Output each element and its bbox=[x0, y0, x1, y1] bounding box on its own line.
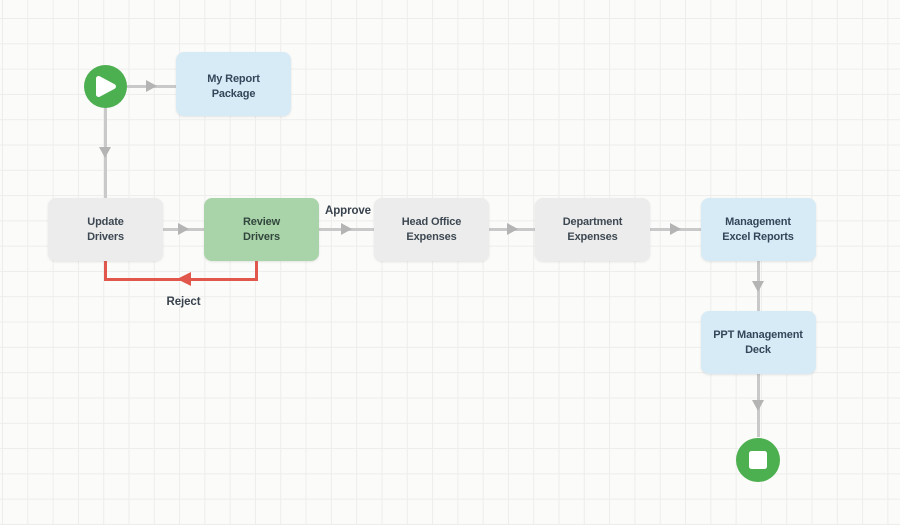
node-update-drivers[interactable]: Update Drivers bbox=[48, 198, 163, 261]
arrowhead bbox=[98, 147, 111, 158]
node-label: Management Excel Reports bbox=[722, 216, 794, 243]
node-my-report-package[interactable]: My Report Package bbox=[176, 52, 291, 116]
arrowhead bbox=[506, 223, 518, 235]
play-icon bbox=[95, 75, 116, 97]
edge-label-approve[interactable]: Approve bbox=[325, 205, 371, 217]
node-label: Review Drivers bbox=[242, 216, 280, 243]
node-label: Update Drivers bbox=[87, 216, 124, 243]
arrowhead bbox=[177, 272, 191, 286]
node-label: Head Office Expenses bbox=[401, 216, 462, 243]
edge-label-reject[interactable]: Reject bbox=[166, 296, 201, 308]
stop-icon bbox=[748, 450, 767, 469]
arrowhead bbox=[751, 400, 764, 411]
end-node[interactable] bbox=[735, 437, 780, 482]
node-ppt-management-deck[interactable]: PPT Management Deck bbox=[700, 311, 816, 374]
arrowhead bbox=[669, 223, 681, 235]
edge-reject-segment-down[interactable] bbox=[254, 261, 258, 281]
node-label: PPT Management Deck bbox=[713, 329, 803, 356]
node-department-expenses[interactable]: Department Expenses bbox=[535, 198, 650, 261]
arrowhead bbox=[145, 79, 157, 92]
node-management-excel-reports[interactable]: Management Excel Reports bbox=[700, 198, 816, 261]
arrowhead bbox=[178, 223, 189, 235]
edge-reject-segment-up[interactable] bbox=[104, 261, 107, 281]
start-node[interactable] bbox=[83, 64, 127, 108]
node-head-office-expenses[interactable]: Head Office Expenses bbox=[374, 198, 489, 261]
node-review-drivers[interactable]: Review Drivers bbox=[204, 198, 319, 261]
node-label: My Report Package bbox=[207, 73, 260, 100]
node-label: Department Expenses bbox=[562, 216, 623, 243]
arrowhead bbox=[341, 223, 352, 235]
arrowhead bbox=[751, 280, 764, 292]
